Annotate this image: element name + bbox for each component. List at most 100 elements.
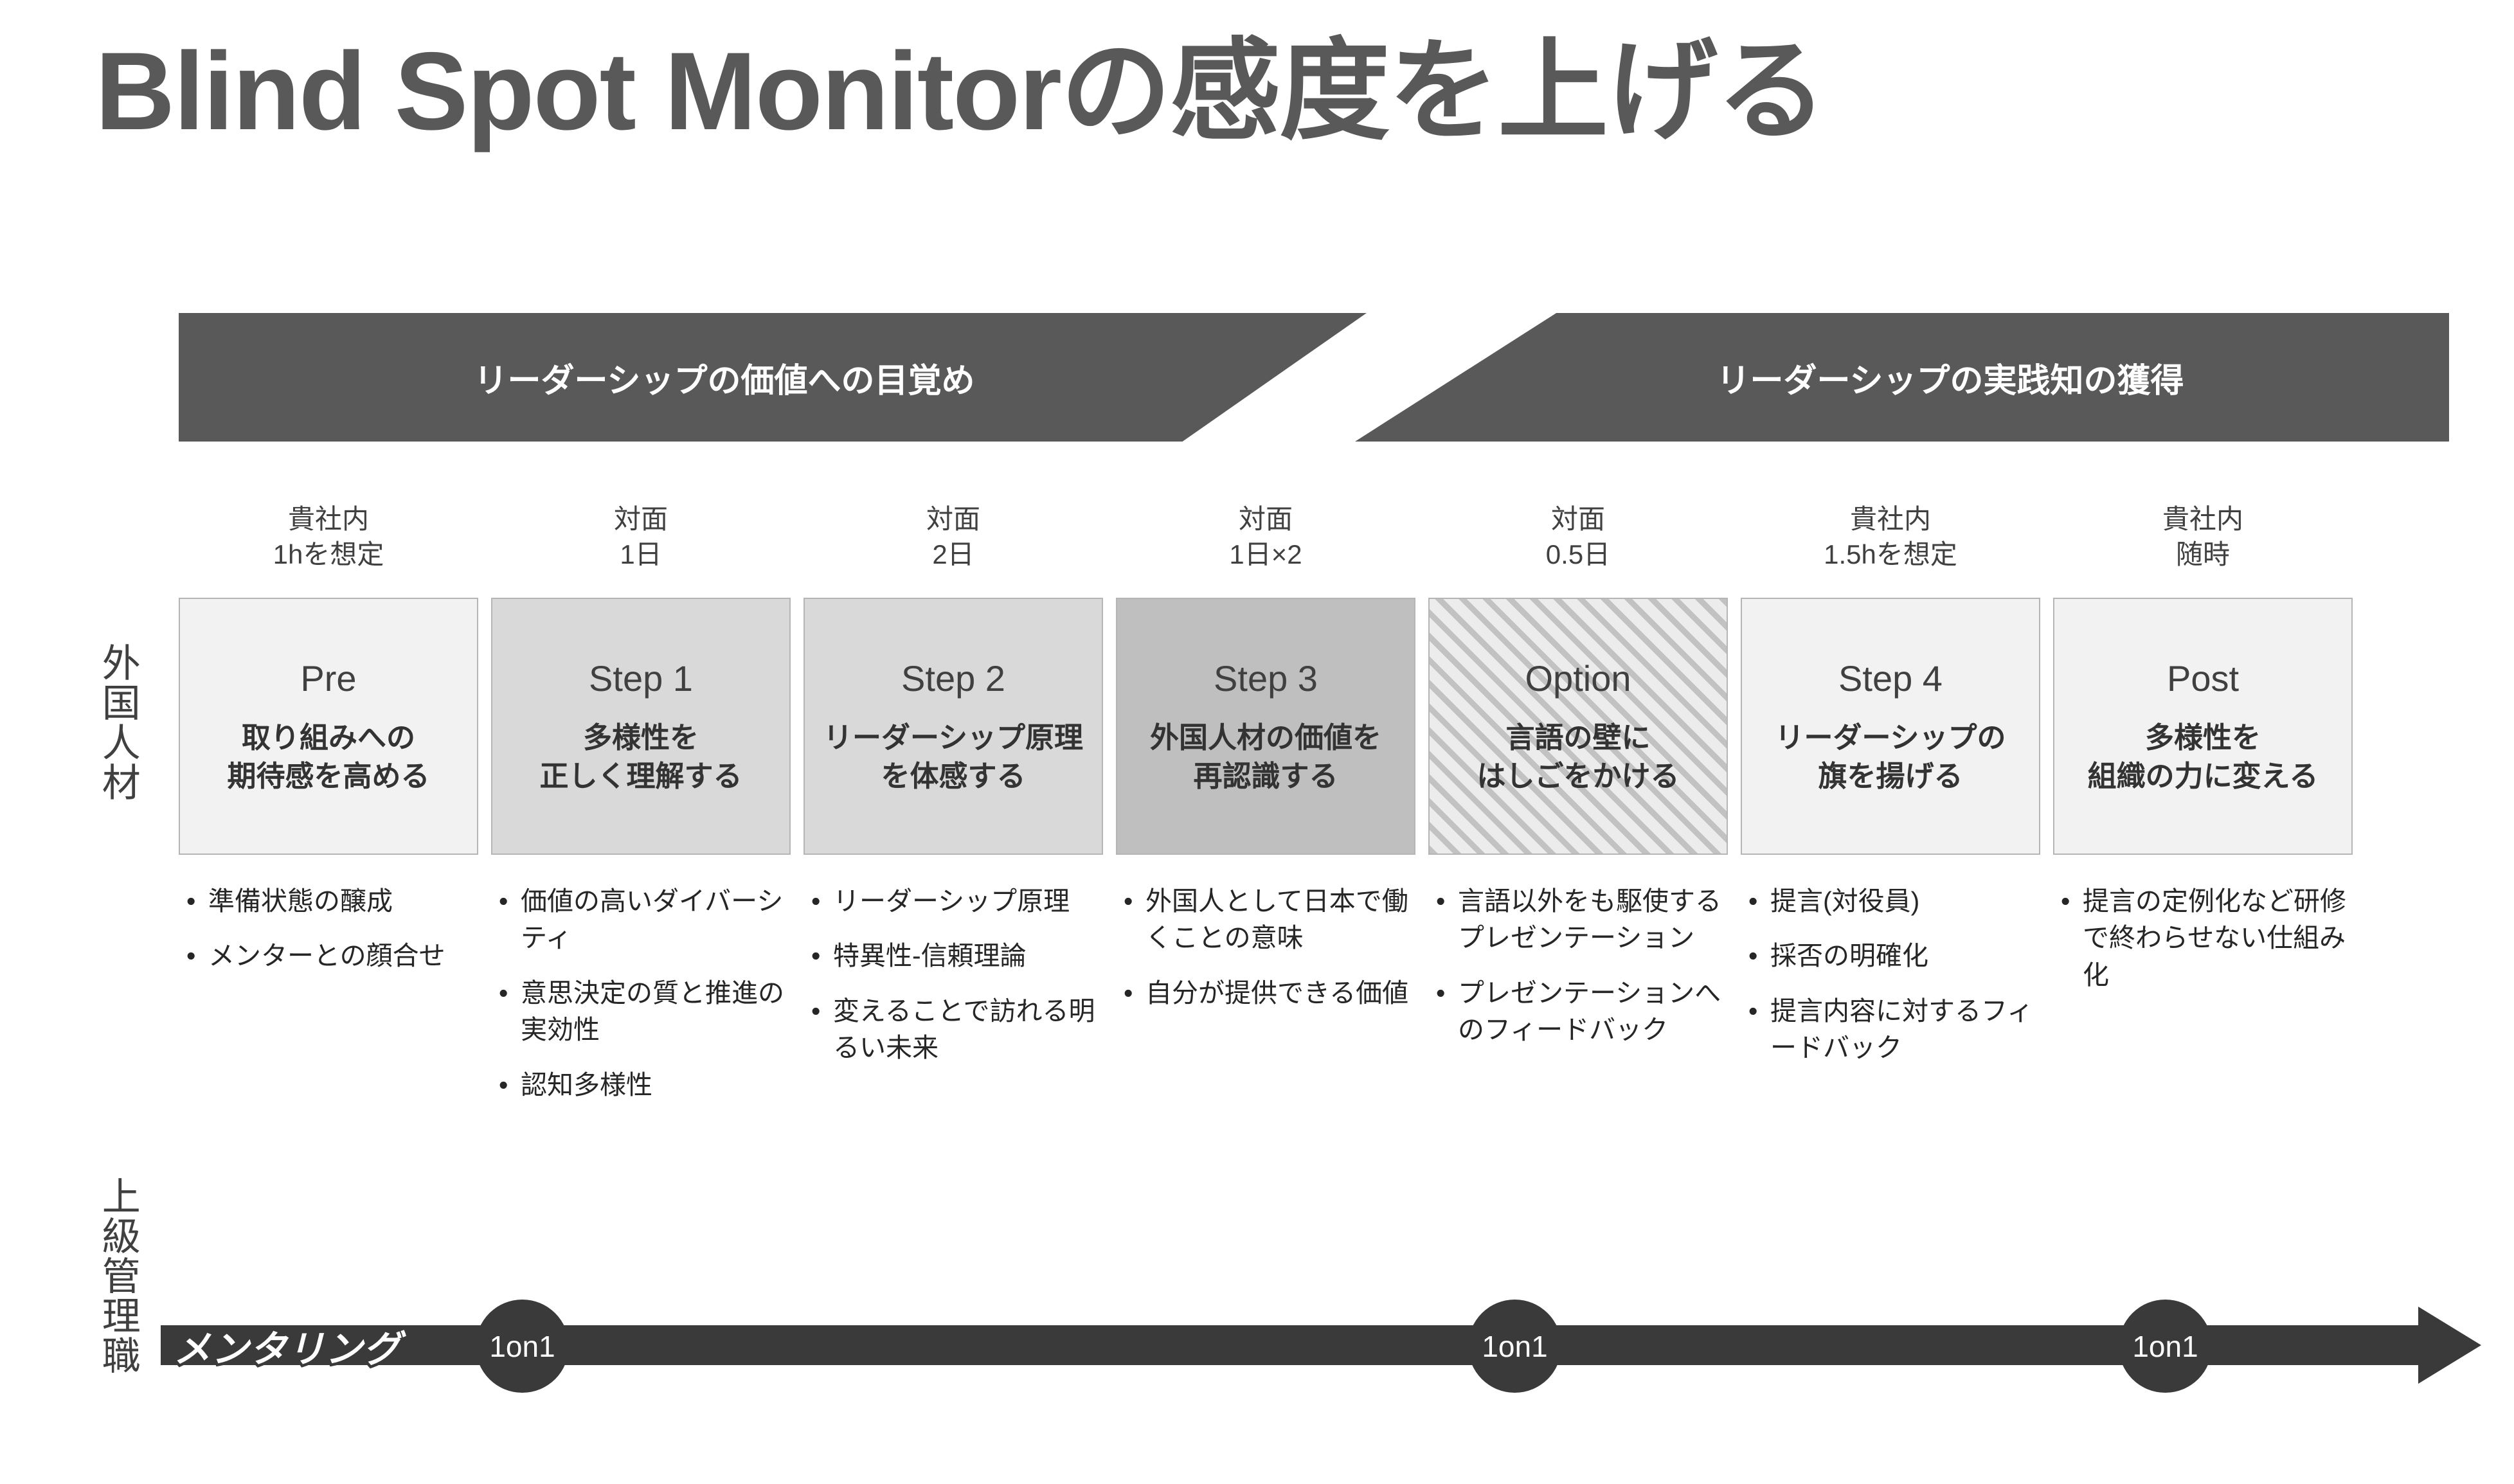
- duration-place: 対面: [1238, 504, 1293, 534]
- step-title: 多様性を組織の力に変える: [2088, 719, 2319, 795]
- bullet-dot-icon: •: [1748, 941, 1758, 971]
- duration-place: 貴社内: [2162, 504, 2243, 534]
- step-title-line: 正しく理解する: [539, 759, 742, 792]
- bullet-list: •言語以外をも駆使するプレゼンテーション•プレゼンテーションへのフィードバック: [1428, 883, 1728, 1067]
- list-item: •リーダーシップ原理: [811, 883, 1098, 920]
- step-box[interactable]: Post 多様性を組織の力に変える: [2053, 598, 2353, 855]
- list-item: • 意思決定の質と推進の実効性: [499, 975, 786, 1049]
- list-item: •特異性-信頼理論: [811, 938, 1098, 974]
- step-title-line: 多様性を: [2144, 721, 2261, 755]
- phase-banner-right: リーダーシップの実践知の獲得: [1355, 313, 2449, 442]
- column-duration: 対面 1日×2: [1116, 501, 1415, 598]
- step-box[interactable]: Step 3 外国人材の価値を再認識する: [1116, 598, 1415, 855]
- step-title: 言語の壁にはしごをかける: [1477, 719, 1679, 795]
- step-id: Post: [2166, 658, 2240, 699]
- bullet-dot-icon: •: [1436, 978, 1446, 1008]
- bullet-text: 価値の高いダイバーシティ: [521, 886, 784, 953]
- duration-place: 貴社内: [1849, 504, 1931, 534]
- step-title-line: 言語の壁に: [1505, 721, 1651, 755]
- list-item: • 提言(対役員): [1748, 883, 2035, 920]
- bullet-text: 準備状態の醸成: [208, 886, 393, 916]
- list-item: • プレゼンテーションへのフィードバック: [1436, 975, 1723, 1049]
- bullet-dot-icon: •: [1748, 886, 1758, 916]
- step-box[interactable]: Pre 取り組みへの期待感を高める: [179, 598, 478, 855]
- step-title: リーダーシップ原理を体感する: [823, 719, 1083, 795]
- phase-label-awakening: リーダーシップの価値への目覚め: [474, 362, 975, 400]
- list-item: • 自分が提供できる価値: [1124, 975, 1410, 1012]
- column-duration: 貴社内随時: [2053, 501, 2353, 598]
- list-item: • 採否の明確化: [1748, 938, 2035, 974]
- bullet-text: 採否の明確化: [1770, 941, 1928, 971]
- bullet-dot-icon: •: [1124, 978, 1133, 1008]
- axis-label-senior-management: 上級管理職: [96, 1176, 140, 1375]
- step-title: 外国人材の価値を再認識する: [1150, 719, 1381, 795]
- duration-time: 0.5日: [1545, 539, 1611, 570]
- list-item: • 準備状態の醸成: [186, 883, 473, 920]
- bullet-text: 認知多様性: [521, 1069, 652, 1100]
- step-id: Option: [1525, 658, 1631, 699]
- duration-place: 対面: [613, 504, 668, 534]
- step-title-line: 再認識する: [1193, 759, 1338, 792]
- bullet-text: 意思決定の質と推進の実効性: [521, 978, 784, 1045]
- timeline-node-1on1[interactable]: 1on1: [476, 1300, 569, 1393]
- bullet-dot-icon: •: [811, 886, 821, 916]
- bullet-dot-icon: •: [186, 886, 196, 916]
- axis-label-foreign-talent: 外国人材: [96, 643, 140, 802]
- timeline-node-1on1[interactable]: 1on1: [2119, 1300, 2212, 1393]
- bullet-list: •価値の高いダイバーシティ•意思決定の質と推進の実効性•認知多様性: [491, 883, 791, 1122]
- duration-place: 対面: [1550, 504, 1605, 534]
- phase-banner-left: リーダーシップの価値への目覚め: [179, 313, 1367, 442]
- duration-time: 2日: [932, 539, 974, 570]
- bullet-list: • 準備状態の醸成 • メンターとの顔合せ: [179, 883, 478, 993]
- step-id: Step 3: [1214, 658, 1318, 699]
- bullet-list: •提言の定例化など研修で終わらせない仕組み化: [2053, 883, 2353, 1012]
- step-title: 多様性を正しく理解する: [539, 719, 742, 795]
- list-item: •提言の定例化など研修で終わらせない仕組み化: [2061, 883, 2348, 994]
- timeline-node-1on1[interactable]: 1on1: [1468, 1300, 1561, 1393]
- step-column: 貴社内随時 Post 多様性を組織の力に変える •提言の定例化など研修で終わらせない仕…: [2053, 501, 2353, 1122]
- duration-time: 1日: [620, 539, 662, 570]
- bullet-dot-icon: •: [499, 978, 508, 1008]
- step-id: Pre: [300, 658, 357, 699]
- step-title-line: はしごをかける: [1477, 759, 1680, 792]
- bullet-dot-icon: •: [1748, 996, 1758, 1026]
- bullet-text: メンターとの顔合せ: [208, 941, 445, 971]
- bullet-dot-icon: •: [499, 886, 508, 916]
- step-title-line: 期待感を高める: [227, 759, 430, 792]
- list-item: •外国人として日本で働くことの意味: [1124, 883, 1410, 957]
- bullet-text: 特異性-信頼理論: [833, 941, 1027, 971]
- duration-time: 1日×2: [1229, 539, 1302, 570]
- bullet-list: •提言(対役員)•採否の明確化•提言内容に対するフィードバック: [1741, 883, 2040, 1085]
- duration-time: 随時: [2175, 539, 2230, 570]
- bullet-dot-icon: •: [186, 941, 196, 971]
- list-item: • 価値の高いダイバーシティ: [499, 883, 786, 957]
- step-box[interactable]: Option 言語の壁にはしごをかける: [1428, 598, 1728, 855]
- step-title-line: 多様性を: [582, 721, 699, 755]
- step-title-line: 旗を揚げる: [1818, 759, 1963, 792]
- step-title-line: 組織の力に変える: [2087, 759, 2319, 792]
- bullet-list: •外国人として日本で働くことの意味•自分が提供できる価値: [1116, 883, 1415, 1030]
- bullet-text: 変えることで訪れる明るい未来: [833, 996, 1095, 1063]
- bullet-dot-icon: •: [1124, 886, 1133, 916]
- step-title-line: を体感する: [881, 759, 1026, 792]
- bullet-text: プレゼンテーションへのフィードバック: [1458, 978, 1721, 1045]
- duration-time: 1hを想定: [273, 539, 384, 570]
- bullet-text: 提言(対役員): [1770, 886, 1920, 916]
- list-item: • メンターとの顔合せ: [186, 938, 473, 974]
- step-title-line: リーダーシップ原理: [823, 721, 1084, 755]
- step-title: リーダーシップの旗を揚げる: [1775, 719, 2006, 795]
- bullet-text: 自分が提供できる価値: [1145, 978, 1409, 1008]
- step-title: 取り組みへの期待感を高める: [227, 719, 429, 795]
- phase-banner: リーダーシップの価値への目覚め リーダーシップの実践知の獲得: [179, 313, 2449, 442]
